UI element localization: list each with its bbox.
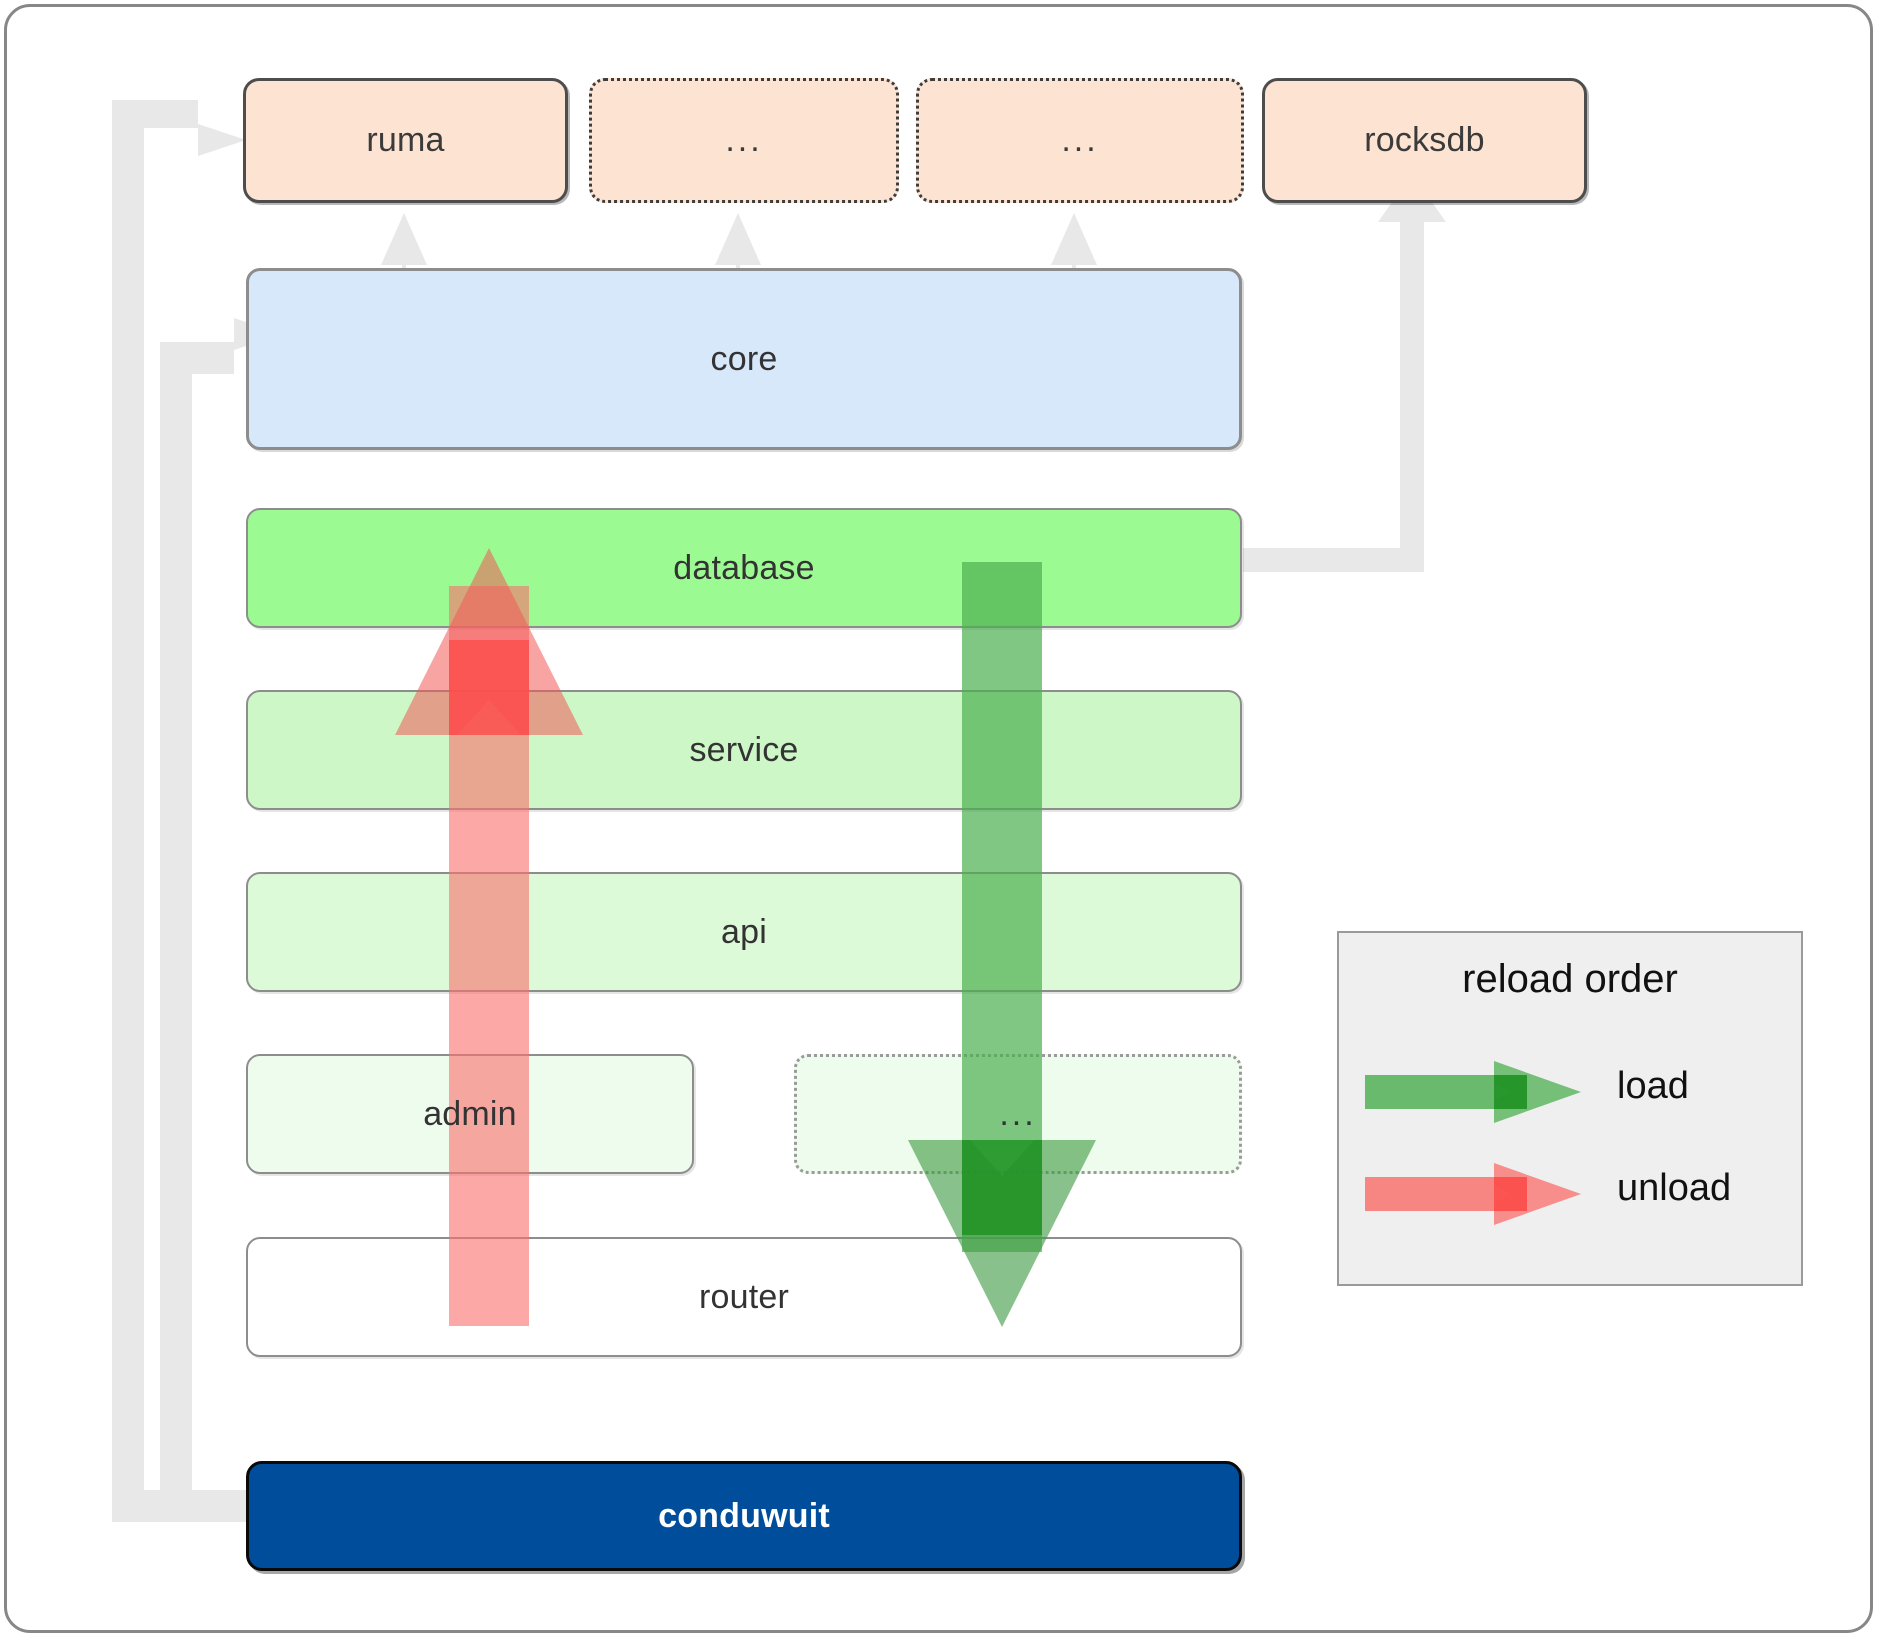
layer-label: database [673,548,815,587]
dependency-node-rocksdb[interactable]: rocksdb [1262,78,1587,203]
legend-row-unload: unload [1365,1159,1779,1229]
dependency-label: ... [1061,121,1099,159]
load-arrow-icon [1365,1061,1581,1123]
legend-label-load: load [1617,1065,1689,1107]
layer-node-placeholder[interactable]: ... [794,1054,1242,1174]
core-node[interactable]: core [246,268,1242,450]
dependency-label: ruma [366,121,445,159]
layer-label: admin [423,1094,517,1133]
dependency-node-placeholder-2[interactable]: ... [916,78,1244,203]
layer-node-service[interactable]: service [246,690,1242,810]
dependency-node-placeholder-1[interactable]: ... [589,78,899,203]
legend-row-load: load [1365,1057,1779,1127]
layer-label: api [721,912,767,951]
layer-label: router [698,1277,790,1316]
dependency-node-ruma[interactable]: ruma [243,78,568,203]
core-label: core [710,339,778,378]
layer-node-api[interactable]: api [246,872,1242,992]
layer-node-admin[interactable]: admin [246,1054,694,1174]
app-label: conduwuit [658,1496,830,1535]
legend-label-unload: unload [1617,1167,1732,1209]
dependency-label: ... [725,121,763,159]
legend-title: reload order [1462,957,1678,1001]
unload-arrow-icon [1365,1163,1581,1225]
legend-panel: reload order load unload [1337,931,1803,1286]
layer-label: service [689,730,799,769]
layer-node-router[interactable]: router [246,1237,1242,1357]
app-node-conduwuit[interactable]: conduwuit [246,1461,1242,1571]
dependency-label: rocksdb [1364,121,1485,159]
layer-node-database[interactable]: database [246,508,1242,628]
layer-label: ... [999,1094,1037,1133]
